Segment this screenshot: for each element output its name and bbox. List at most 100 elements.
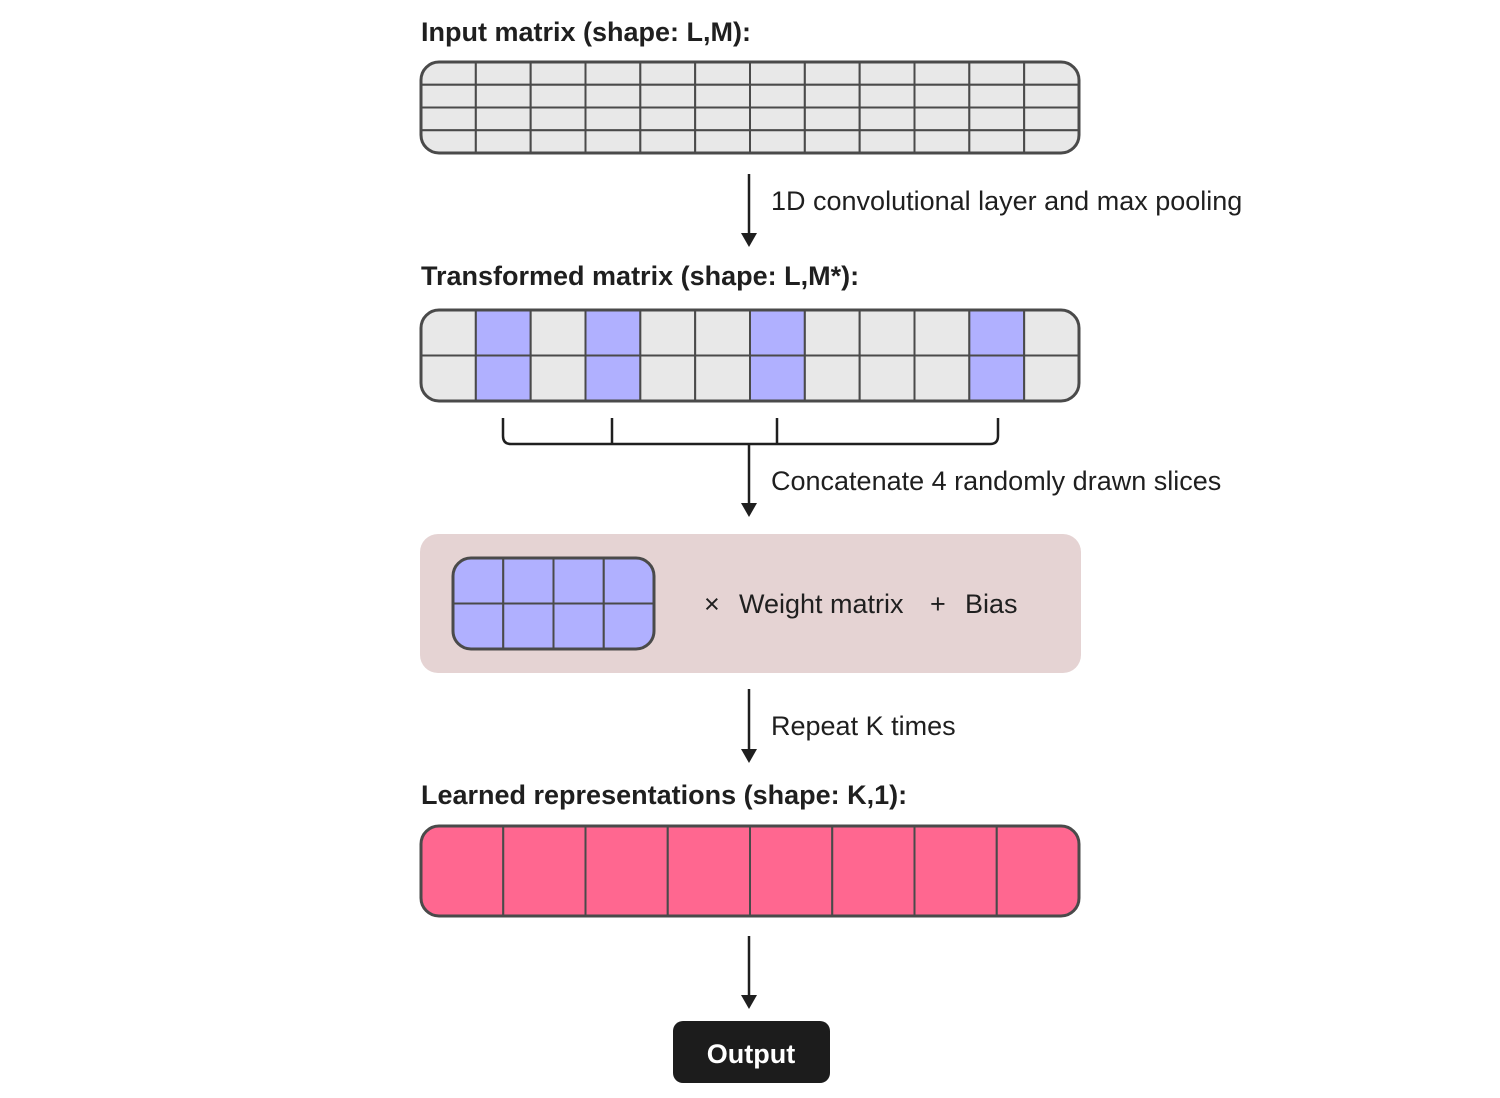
transformed-cell	[968, 354, 1026, 401]
input-cell	[913, 129, 971, 153]
transformed-cell	[858, 354, 916, 401]
input-matrix-grid	[419, 60, 1081, 155]
transformed-cell	[913, 354, 971, 401]
transformed-cell	[858, 310, 916, 357]
input-cell	[803, 83, 861, 109]
transformed-matrix-title: Transformed matrix (shape: L,M*):	[421, 261, 859, 291]
input-cell	[749, 62, 806, 86]
transformed-cell	[803, 310, 861, 357]
input-cell	[584, 129, 642, 153]
input-cell	[968, 129, 1026, 153]
transformed-cell	[584, 310, 642, 357]
concatenated-slices-grid	[451, 556, 656, 651]
grid-border	[419, 308, 1081, 403]
input-cell	[421, 106, 477, 132]
arrow-concat	[741, 444, 757, 517]
transformed-cell	[474, 310, 532, 357]
input-cell	[584, 106, 642, 132]
transformed-cell	[694, 310, 752, 357]
input-cell	[858, 106, 916, 132]
slice-cell	[552, 558, 605, 605]
output-label: Output	[707, 1039, 795, 1069]
transformed-matrix-grid	[419, 308, 1081, 403]
input-cell	[749, 106, 806, 132]
input-cell	[421, 83, 477, 109]
conv-step-label: 1D convolutional layer and max pooling	[771, 186, 1242, 216]
input-cell	[694, 106, 752, 132]
transformed-cell	[474, 354, 532, 401]
representation-cell	[831, 826, 916, 916]
input-cell	[858, 83, 916, 109]
transformed-cell	[694, 354, 752, 401]
input-cell	[474, 129, 532, 153]
input-cell	[968, 62, 1026, 86]
slice-bracket	[501, 418, 1000, 446]
transformed-cell	[421, 354, 477, 401]
output-box	[673, 1021, 830, 1083]
slice-cell	[552, 602, 605, 649]
input-cell	[913, 106, 971, 132]
arrow-repeat	[741, 689, 757, 763]
grid-border	[419, 60, 1081, 155]
input-cell	[639, 129, 697, 153]
input-cell	[639, 83, 697, 109]
grid-border	[419, 824, 1081, 918]
transformed-cell	[1023, 354, 1079, 401]
bias-label: Bias	[965, 589, 1018, 619]
representation-cell	[913, 826, 998, 916]
input-cell	[694, 129, 752, 153]
transformed-cell	[1023, 310, 1079, 357]
input-cell	[803, 106, 861, 132]
transformed-cell	[913, 310, 971, 357]
input-cell	[913, 62, 971, 86]
representation-cell	[995, 826, 1079, 916]
input-cell	[474, 83, 532, 109]
input-cell	[584, 62, 642, 86]
input-cell	[913, 83, 971, 109]
input-cell	[529, 83, 587, 109]
transformed-cell	[584, 354, 642, 401]
input-cell	[529, 62, 587, 86]
concat-step-label: Concatenate 4 randomly drawn slices	[771, 466, 1221, 496]
representation-cell	[749, 826, 834, 916]
input-cell	[803, 62, 861, 86]
representation-cell	[666, 826, 751, 916]
slice-cell	[502, 558, 555, 605]
input-cell	[694, 83, 752, 109]
slice-cell	[502, 602, 555, 649]
learned-representations-title: Learned representations (shape: K,1):	[421, 780, 907, 810]
grid-border	[451, 556, 656, 651]
input-cell	[1023, 83, 1079, 109]
input-cell	[529, 129, 587, 153]
input-cell	[749, 83, 806, 109]
input-cell	[858, 62, 916, 86]
transformed-cell	[639, 354, 697, 401]
transformed-cell	[421, 310, 477, 357]
transformed-cell	[968, 310, 1026, 357]
input-cell	[584, 83, 642, 109]
input-cell	[749, 129, 806, 153]
input-cell	[639, 62, 697, 86]
input-cell	[968, 106, 1026, 132]
weight-matrix-label: Weight matrix	[739, 589, 904, 619]
repeat-step-label: Repeat K times	[771, 711, 956, 741]
input-matrix-title: Input matrix (shape: L,M):	[421, 17, 751, 47]
arrow-conv	[741, 174, 757, 247]
representation-cell	[421, 826, 505, 916]
input-cell	[639, 106, 697, 132]
transformed-cell	[529, 310, 587, 357]
transformed-cell	[529, 354, 587, 401]
transformed-cell	[749, 354, 806, 401]
times-symbol: ×	[704, 589, 720, 619]
input-cell	[1023, 106, 1079, 132]
input-cell	[803, 129, 861, 153]
slice-cell	[602, 602, 654, 649]
transformed-cell	[803, 354, 861, 401]
input-cell	[474, 62, 532, 86]
slice-cell	[453, 602, 505, 649]
representation-cell	[584, 826, 669, 916]
slice-cell	[602, 558, 654, 605]
learned-representations-grid	[419, 824, 1081, 918]
input-cell	[529, 106, 587, 132]
